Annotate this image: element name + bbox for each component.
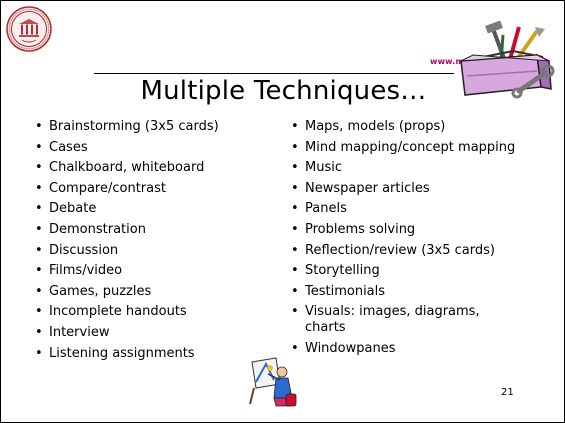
list-item: Compare/contrast — [35, 181, 265, 197]
college-seal-logo — [6, 6, 52, 52]
technique-list-left: Brainstorming (3x5 cards) Cases Chalkboa… — [35, 119, 265, 366]
list-item: Debate — [35, 201, 265, 217]
toolbox-clipart — [460, 21, 555, 99]
list-item: Reflection/review (3x5 cards) — [291, 243, 561, 259]
list-item: Brainstorming (3x5 cards) — [35, 119, 265, 135]
list-item: Storytelling — [291, 263, 561, 279]
list-item: Problems solving — [291, 222, 561, 238]
list-item: Chalkboard, whiteboard — [35, 160, 265, 176]
list-item: Windowpanes — [291, 341, 561, 357]
title-divider — [94, 73, 454, 74]
website-url-text: www.m — [430, 57, 465, 66]
list-item: Mind mapping/concept mapping — [291, 140, 561, 156]
list-item: Panels — [291, 201, 561, 217]
slide-title: Multiple Techniques… — [140, 76, 427, 106]
list-item: Cases — [35, 140, 265, 156]
page-number: 21 — [501, 387, 514, 398]
list-item: Incomplete handouts — [35, 304, 265, 320]
list-item: Newspaper articles — [291, 181, 561, 197]
technique-list-right: Maps, models (props) Mind mapping/concep… — [291, 119, 561, 362]
list-item: Interview — [35, 325, 265, 341]
list-item: Films/video — [35, 263, 265, 279]
list-item: Testimonials — [291, 284, 561, 300]
list-item: Maps, models (props) — [291, 119, 561, 135]
list-item: Discussion — [35, 243, 265, 259]
painter-clipart — [249, 357, 297, 407]
list-item: Visuals: images, diagrams, charts — [291, 304, 515, 336]
list-item: Games, puzzles — [35, 284, 265, 300]
list-item: Listening assignments — [35, 346, 265, 362]
list-item: Music — [291, 160, 561, 176]
list-item: Demonstration — [35, 222, 265, 238]
